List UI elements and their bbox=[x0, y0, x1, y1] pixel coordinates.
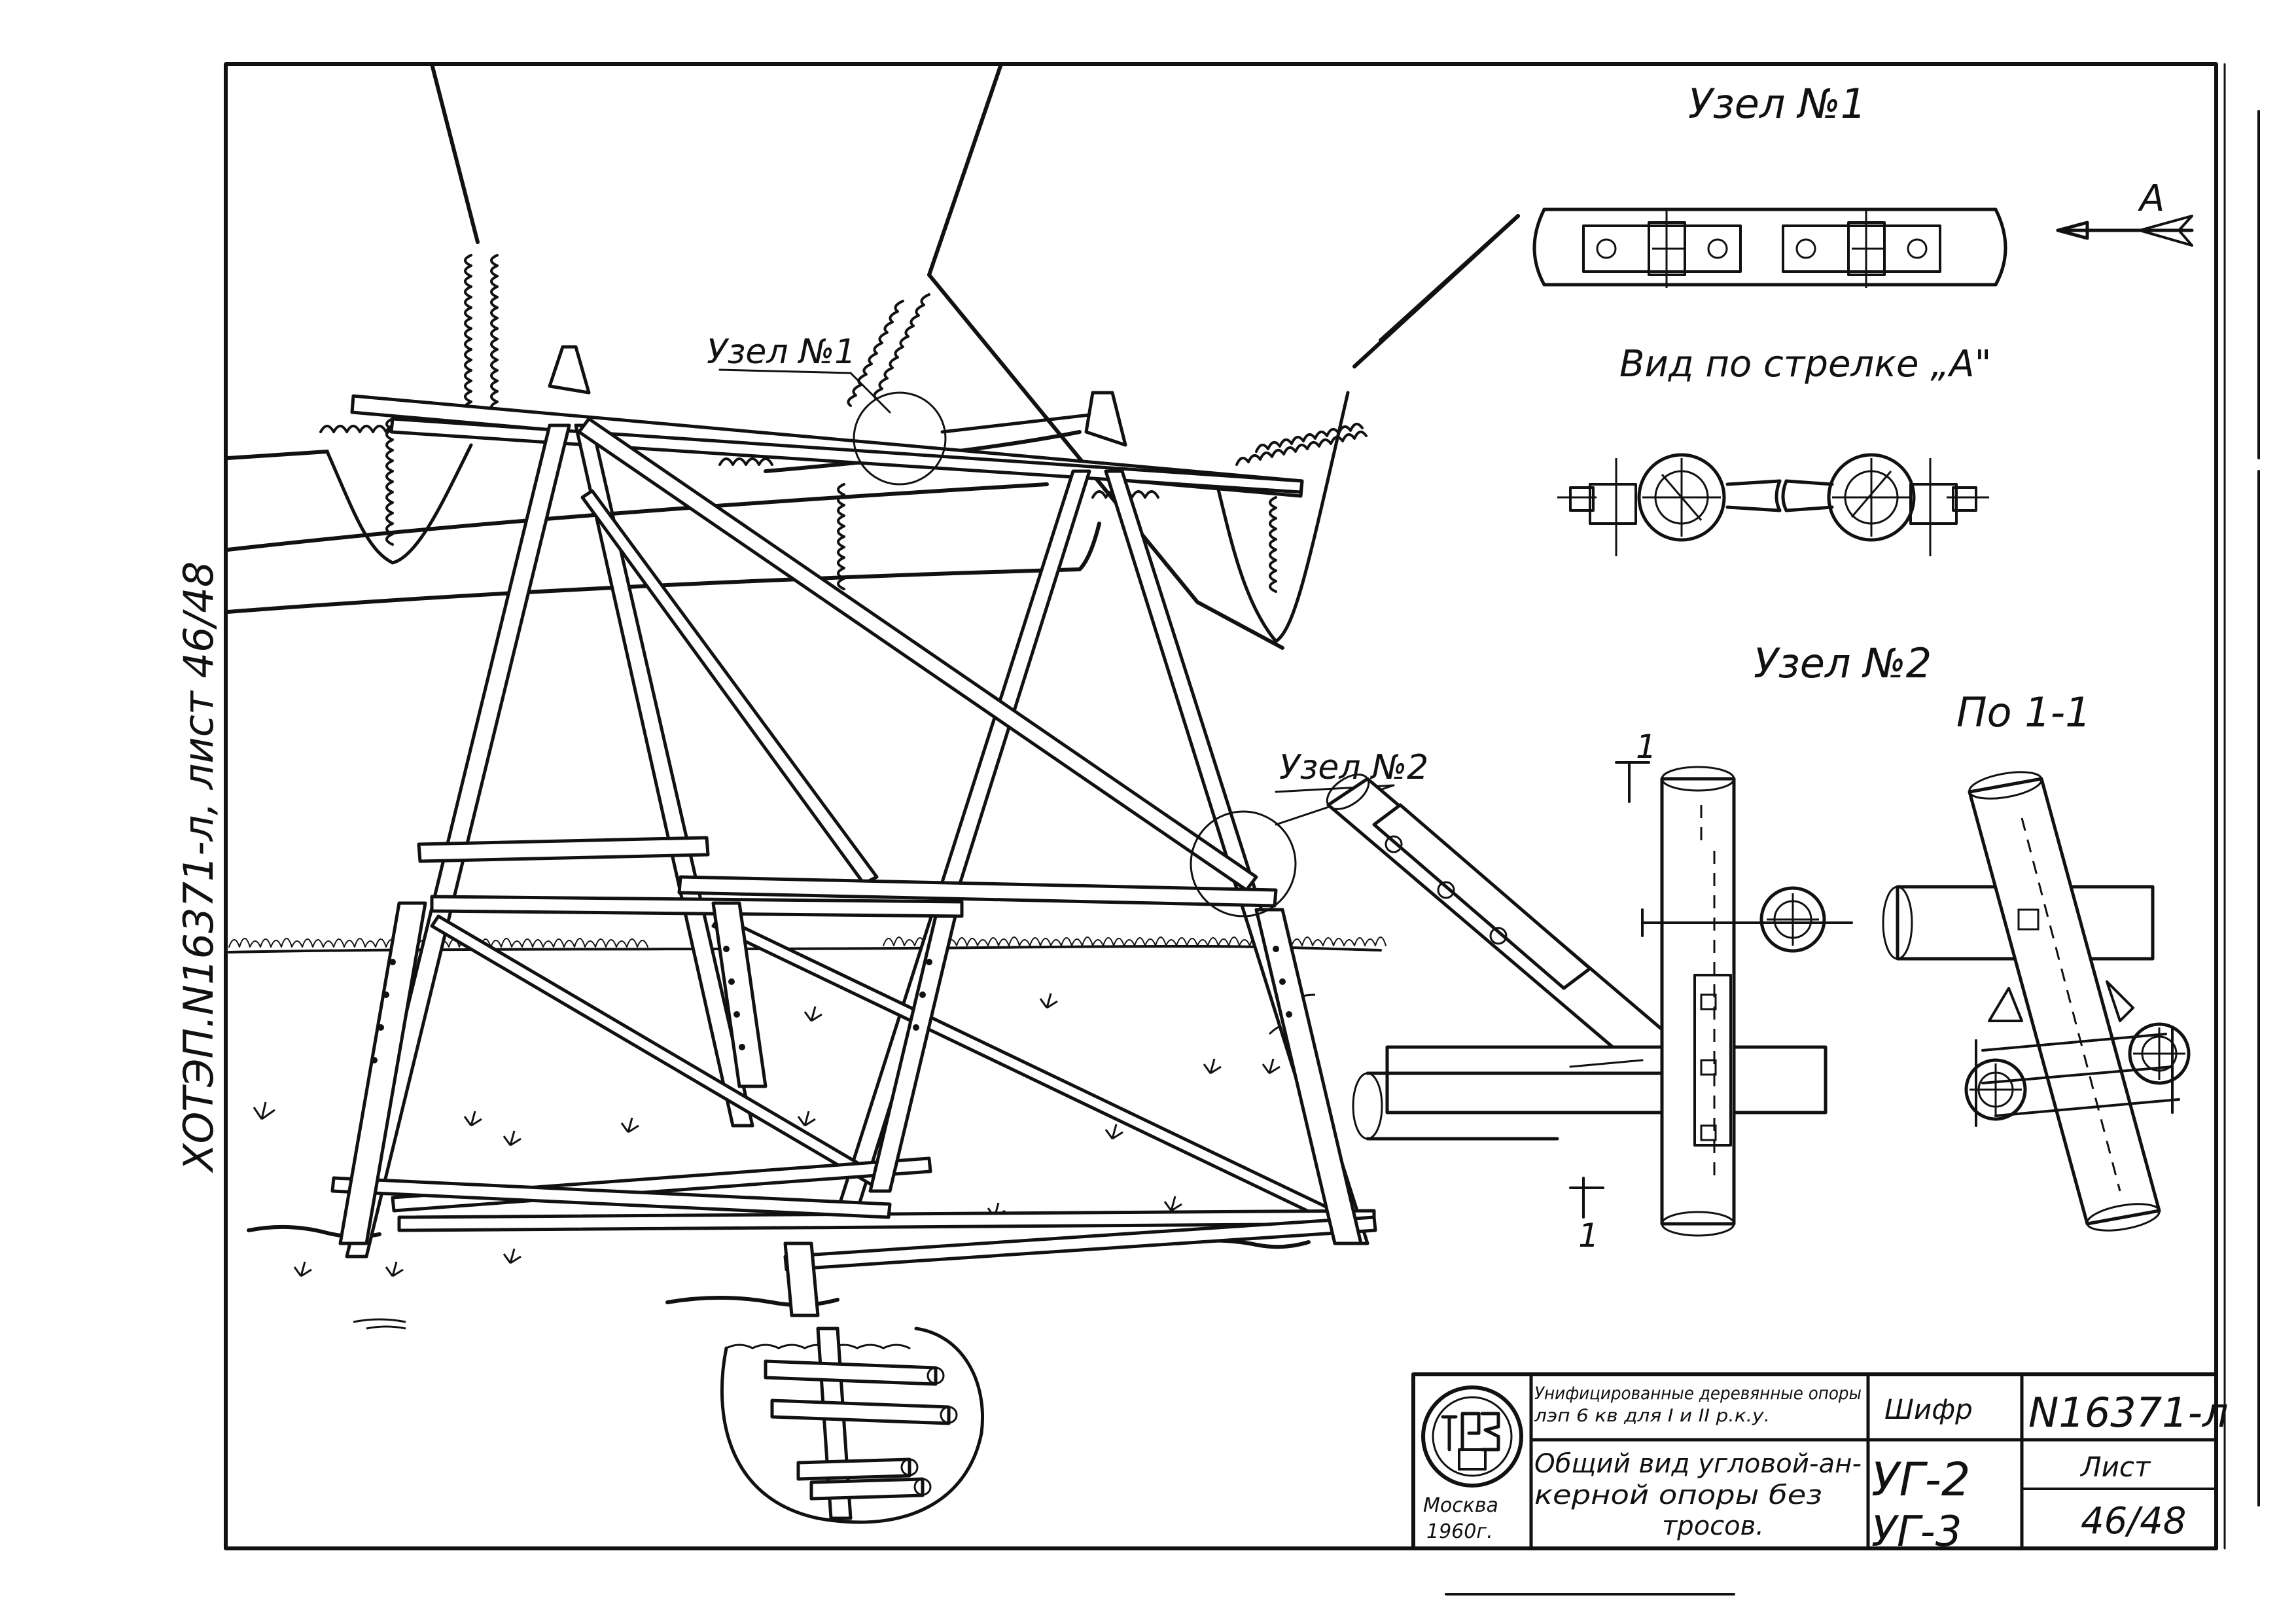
drawing-title-line-1: Общий вид угловой-ан- bbox=[1534, 1449, 1862, 1479]
view-a-title: Вид по стрелке „А" bbox=[1619, 343, 1991, 385]
org-logo bbox=[1421, 1385, 1523, 1488]
org-year: 1960г. bbox=[1426, 1520, 1493, 1543]
foundation-detail bbox=[720, 1327, 984, 1524]
drawing-title-line-3: тросов. bbox=[1662, 1511, 1764, 1541]
org-city: Москва bbox=[1423, 1494, 1498, 1517]
anchor-pole-structure bbox=[330, 345, 1377, 1317]
document-number: N16371-л bbox=[2028, 1389, 2229, 1436]
node1-callout-label: Узел №1 bbox=[707, 332, 856, 372]
arrow-a bbox=[2056, 215, 2194, 247]
node1-title: Узел №1 bbox=[1688, 80, 1866, 128]
sheet-number: 46/48 bbox=[2081, 1500, 2186, 1543]
cut-mark-top: 1 bbox=[1636, 728, 1657, 766]
node1-callout-circle bbox=[853, 391, 947, 486]
title-block bbox=[1411, 1372, 2218, 1550]
node1-beam-view bbox=[1379, 207, 2007, 342]
node2-title: Узел №2 bbox=[1754, 639, 1932, 687]
drawing-title-line-2: керной опоры без bbox=[1534, 1480, 1822, 1510]
cipher-label: Шифр bbox=[1884, 1393, 1973, 1425]
cipher-ug2: УГ-2 bbox=[1871, 1453, 1970, 1507]
side-code: ХОТЭП.N16371-л, лист 46/48 bbox=[175, 562, 222, 1173]
insulator-strings bbox=[319, 254, 1368, 593]
drawing-frame bbox=[224, 62, 2260, 1596]
section-1-1-detail bbox=[1882, 771, 2191, 1232]
cut-mark-bottom: 1 bbox=[1578, 1217, 1599, 1255]
project-line-2: лэп 6 кв для I и II р.к.у. bbox=[1534, 1406, 1770, 1426]
project-line-1: Унифицированные деревянные опоры bbox=[1534, 1383, 1862, 1404]
sheet-label: Лист bbox=[2079, 1451, 2151, 1483]
node2-callout-label: Узел №2 bbox=[1279, 748, 1428, 787]
section-title: По 1-1 bbox=[1956, 688, 2091, 736]
view-a-detail bbox=[1557, 453, 1989, 556]
node2-callout-circle bbox=[1190, 810, 1297, 918]
cipher-ug3: УГ-3 bbox=[1871, 1508, 1962, 1556]
node2-detail bbox=[1326, 761, 1853, 1237]
arrow-a-label: А bbox=[2138, 177, 2164, 220]
